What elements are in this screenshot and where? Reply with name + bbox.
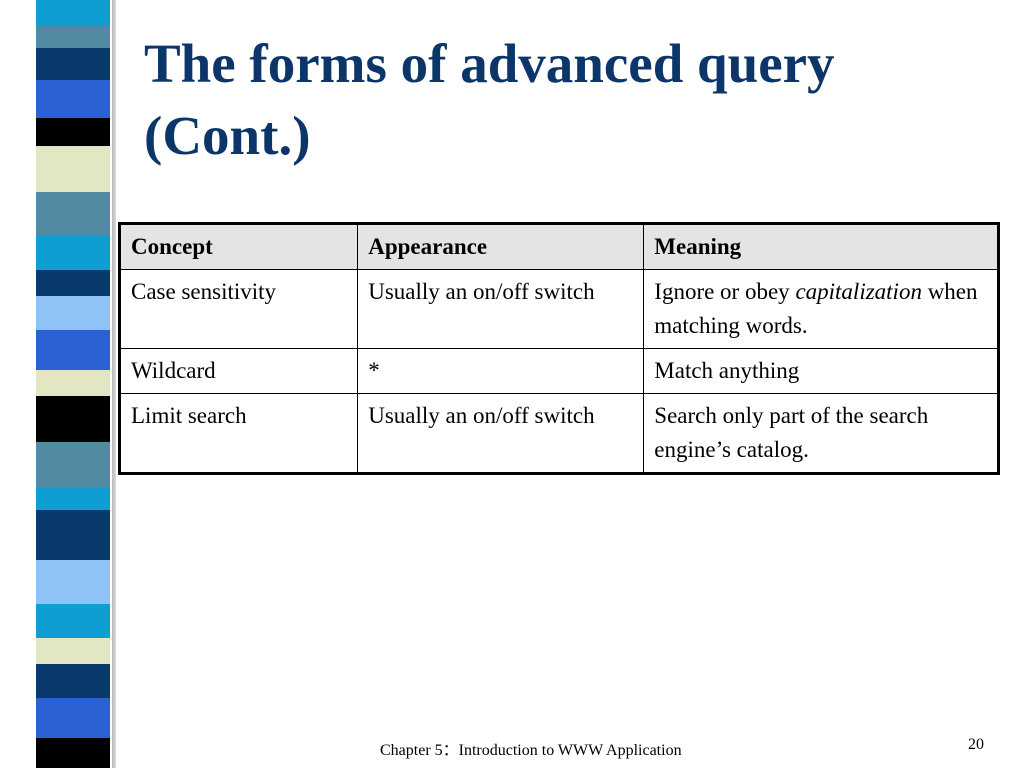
- stripe-segment: [36, 442, 110, 488]
- stripe-segment: [36, 118, 110, 146]
- decorative-stripe-bar: [24, 0, 116, 768]
- stripe-segment: [36, 510, 110, 560]
- stripe-segment: [36, 48, 110, 80]
- query-forms-table: Concept Appearance Meaning Case sensitiv…: [118, 222, 1000, 475]
- stripe-shadow: [112, 0, 116, 768]
- stripe-segment: [36, 560, 110, 604]
- stripe-segment: [36, 738, 110, 768]
- page-number: 20: [968, 736, 984, 753]
- footer-chapter: Chapter 5：Introduction to WWW Applicatio…: [380, 742, 682, 759]
- stripe-segment: [36, 192, 110, 236]
- meaning-text: when matching words.: [654, 279, 978, 338]
- slide-footer: Chapter 5：Introduction to WWW Applicatio…: [0, 736, 1024, 760]
- appearance-cell: *: [357, 348, 645, 394]
- table-header-row: Concept Appearance Meaning: [118, 223, 999, 270]
- column-header-concept: Concept: [118, 223, 359, 270]
- stripe-segment: [36, 270, 110, 296]
- meaning-cell: Ignore or obey capitalization when match…: [643, 269, 999, 349]
- stripe-segment: [36, 396, 110, 442]
- meaning-emphasis: capitalization: [795, 279, 922, 304]
- column-header-meaning: Meaning: [643, 223, 999, 270]
- table-row: Case sensitivity Usually an on/off switc…: [118, 269, 999, 349]
- stripe-segment: [36, 236, 110, 270]
- column-header-appearance: Appearance: [357, 223, 645, 270]
- table-row: Wildcard * Match anything: [118, 348, 999, 394]
- table-row: Limit search Usually an on/off switch Se…: [118, 393, 999, 474]
- stripe-segment: [36, 26, 110, 48]
- stripe-segment: [36, 80, 110, 118]
- meaning-cell: Search only part of the search engine’s …: [643, 393, 999, 474]
- meaning-cell: Match anything: [643, 348, 999, 394]
- appearance-cell: Usually an on/off switch: [357, 393, 645, 474]
- stripe-segment: [36, 664, 110, 698]
- stripe-segment: [36, 330, 110, 370]
- slide-title: The forms of advanced query (Cont.): [144, 33, 835, 166]
- concept-cell: Limit search: [118, 393, 359, 474]
- stripe-segment: [36, 638, 110, 664]
- stripe-segment: [36, 146, 110, 192]
- meaning-text: Ignore or obey: [654, 279, 796, 304]
- stripe-segment: [36, 604, 110, 638]
- stripe-segment: [36, 488, 110, 510]
- concept-cell: Case sensitivity: [118, 269, 359, 349]
- stripe-segment: [36, 296, 110, 330]
- stripe-segment: [36, 0, 110, 26]
- stripe-segment: [36, 698, 110, 738]
- stripe-segment: [36, 370, 110, 396]
- concept-cell: Wildcard: [118, 348, 359, 394]
- appearance-cell: Usually an on/off switch: [357, 269, 645, 349]
